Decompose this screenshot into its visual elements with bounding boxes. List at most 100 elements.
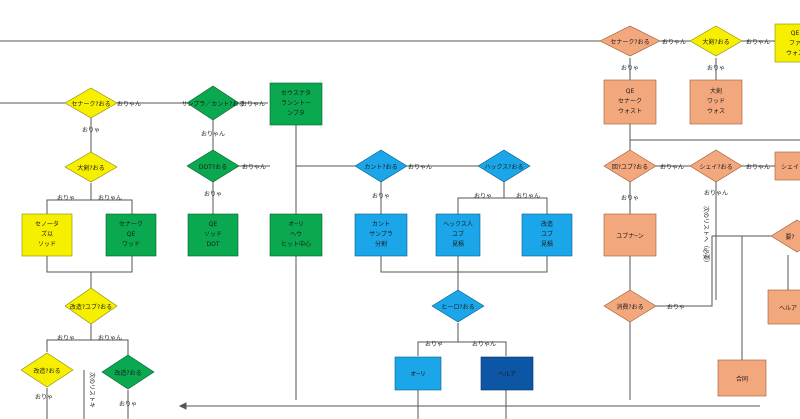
box-sheifu: シェイ <box>774 151 800 181</box>
box-orig-blue: オ─リ <box>394 356 442 391</box>
box-qe-sena-orange: QE セナーク ウォスト <box>603 79 657 125</box>
decision-kanto-label: カント?おる <box>364 164 397 171</box>
edge-label-yes: おりゃ <box>82 127 100 134</box>
decision-kaiteki-label: 改造?おる <box>114 369 141 377</box>
edge-label-yes: おりゃ <box>707 65 725 72</box>
svg-text:セノータ: セノータ <box>35 220 59 228</box>
box-senaaku-green: セナーク QE ワッド <box>105 213 157 257</box>
box-kaizou-blue: 改造 ユブ 見積 <box>521 213 573 257</box>
svg-text:QE: QE <box>127 231 136 238</box>
svg-text:ヘルア: ヘルア <box>498 371 516 378</box>
note-next-list-right: 次のリストへ（必要） <box>702 206 710 266</box>
decision-daiken-top-label: 大剣?おる <box>702 38 729 46</box>
edge-label-no: おりゃん <box>746 39 770 46</box>
svg-text:ファ: ファ <box>789 40 800 47</box>
process-boxes: セノータ ズ以 ソッド セナーク QE ワッド QE ソッド DOT セウスナタ… <box>21 23 800 397</box>
edge-label-yes: おりゃ <box>119 401 137 408</box>
decision-sanpura-kanto-label: サンプラ／カント?おる <box>181 101 244 108</box>
svg-text:ソッド: ソッド <box>38 241 56 248</box>
decision-hakushi: ハックス?おる <box>477 149 531 183</box>
decision-shouhi-label: 消費?おる <box>616 303 643 311</box>
edge-label-no: おりゃん <box>662 39 686 46</box>
edge-label-no: おりゃん <box>516 193 540 200</box>
decision-kaityou: 改造?おる <box>20 352 74 388</box>
edge-label-yes: おりゃ <box>372 193 390 200</box>
edge-label-no: おりゃん <box>98 335 122 342</box>
decision-kaisou-right: 回?ユブ?おる <box>603 149 657 183</box>
svg-text:ワッド: ワッド <box>122 241 140 248</box>
svg-text:ワッド: ワッド <box>707 98 725 105</box>
edge-label-yes: おりゃ <box>621 195 639 202</box>
svg-text:ウォスト: ウォスト <box>618 107 642 115</box>
svg-text:ユブナ─ン: ユブナ─ン <box>616 232 644 240</box>
decision-senaaku-top-label: セナーク?おる <box>610 39 649 46</box>
svg-text:ヘックス人: ヘックス人 <box>443 221 473 228</box>
decision-daiken-top: 大剣?おる <box>689 25 743 57</box>
edge-label-no: おりゃん <box>201 131 225 138</box>
vertical-notes: 次のリストキ 次のリストへ（必要） <box>88 206 710 408</box>
edge-label-yes: おりゃ <box>57 335 75 342</box>
box-mid-green: オ─リ ヘウ ヒット中心 <box>269 213 323 257</box>
decision-dotto: DOT?おる <box>186 149 240 183</box>
decision-kanto: カント?おる <box>354 149 408 183</box>
box-hakushi-blue: ヘックス人 ユブ 見積 <box>435 213 481 257</box>
decision-sheido-label: シェイ?おる <box>699 164 732 171</box>
svg-text:オ─リ: オ─リ <box>288 221 304 228</box>
svg-text:ユブ: ユブ <box>541 230 553 238</box>
box-sheifu-label: シェイ <box>781 164 799 171</box>
svg-text:カント: カント <box>372 221 390 228</box>
svg-text:大剣: 大剣 <box>710 87 722 95</box>
edge-label-no: おりゃん <box>98 195 122 202</box>
svg-text:ユブ: ユブ <box>452 230 464 238</box>
svg-text:セナーク: セナーク <box>618 98 642 105</box>
decision-kyuusi-label: 要? <box>785 234 794 241</box>
decision-kaizou: 改造?ユブ?おる <box>64 287 118 325</box>
box-right-orange: ヘルア <box>767 289 800 325</box>
decision-senaaku-left: セナーク?おる <box>64 87 118 119</box>
decision-sanpura-kanto: サンプラ／カント?おる <box>181 85 245 121</box>
box-top-green: セウスナタ ランントー ンブタ <box>269 82 323 126</box>
svg-text:セウスナタ: セウスナタ <box>281 89 311 97</box>
edge-label-no: おりゃん <box>704 190 728 197</box>
box-kanri-navy: ヘルア <box>480 356 534 391</box>
connector-lines <box>0 40 800 419</box>
decision-daitenkai: 大剣?おる <box>64 151 118 183</box>
edge-label-yes: おりゃ <box>204 191 222 198</box>
edge-label-yes: おりゃ <box>621 65 639 72</box>
box-sanpuru-orange: 合同 <box>717 359 767 397</box>
edge-label-no: おりゃん <box>117 101 141 108</box>
note-next-list-left: 次のリストキ <box>88 372 96 408</box>
svg-text:ウォス: ウォス <box>707 107 725 115</box>
decision-kyuusi: 要? <box>770 219 800 253</box>
edge-label-no: おりゃん <box>746 164 770 171</box>
svg-text:ンブタ: ンブタ <box>287 109 305 117</box>
edge-label-yes: おりゃ <box>57 195 75 202</box>
edge-label-yes: おりゃ <box>425 341 443 348</box>
edge-label-yes: おりゃ <box>35 394 53 401</box>
decision-kaiteki: 改造?おる <box>101 354 155 390</box>
svg-text:QE: QE <box>209 221 218 228</box>
box-qe-dot-green: QE ソッド DOT <box>187 213 239 257</box>
decision-dotto-label: DOT?おる <box>199 164 227 171</box>
svg-text:改造: 改造 <box>541 220 553 228</box>
edge-label-no: おりゃん <box>472 341 496 348</box>
svg-text:QE: QE <box>626 88 635 95</box>
box-daiken-orange: 大剣 ワッド ウォス <box>689 79 743 125</box>
edge-label-no: おりゃん <box>408 164 432 171</box>
svg-text:オ─リ: オ─リ <box>410 371 426 378</box>
decision-senaaku-left-label: セナーク?おる <box>71 101 110 108</box>
box-qe-right-yellow: QE ファ ウォス <box>774 23 800 63</box>
box-yubu-orange: ユブナ─ン <box>603 213 657 257</box>
svg-text:ソッド: ソッド <box>204 231 222 238</box>
edge-labels: おりゃん おりゃん おりゃ おりゃん おりゃ おりゃん おりゃ おりゃん おりゃ… <box>35 39 770 408</box>
svg-text:見積: 見積 <box>541 240 553 248</box>
decision-hirora-label: ヒーロ?おる <box>441 304 474 311</box>
svg-text:セナーク: セナーク <box>119 221 143 228</box>
svg-text:ヒット中心: ヒット中心 <box>281 240 311 248</box>
svg-text:ヘルア: ヘルア <box>779 305 797 312</box>
decision-kaizou-label: 改造?ユブ?おる <box>70 303 112 311</box>
box-kanto-blue: カント サンプラ 分割 <box>354 213 408 257</box>
decision-kaisou-right-label: 回?ユブ?おる <box>612 163 648 171</box>
edge-label-yes: おりゃ <box>474 193 492 200</box>
svg-text:見積: 見積 <box>452 240 464 248</box>
